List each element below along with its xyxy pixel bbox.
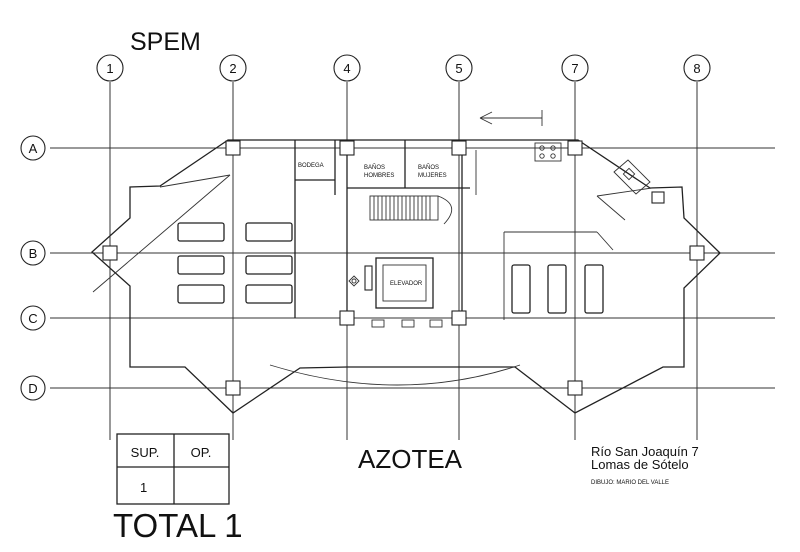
table-header-sup: SUP. <box>131 445 160 460</box>
drawing-credit: DIBUJO: MARIO DEL VALLE <box>591 480 669 486</box>
axis-column-label: 2 <box>229 61 236 76</box>
guide-lines <box>92 174 653 386</box>
left-tables <box>177 222 293 304</box>
axis-column-label: 1 <box>106 61 113 76</box>
structural-columns <box>102 140 705 396</box>
interior-walls <box>294 140 477 318</box>
plan-title: AZOTEA <box>358 444 463 474</box>
axis-column-label: 4 <box>343 61 350 76</box>
axis-row-label: C <box>28 311 37 326</box>
table-value-sup: 1 <box>140 480 147 495</box>
chairs-row <box>371 319 443 328</box>
axis-column-label: 5 <box>455 61 462 76</box>
axis-row-label: A <box>29 141 38 156</box>
axis-column-label: 7 <box>571 61 578 76</box>
stairs <box>369 195 453 225</box>
address-line-1: Río San Joaquín 7 <box>591 444 699 459</box>
table-header-op: OP. <box>191 445 212 460</box>
address-line-2: Lomas de Sótelo <box>591 457 689 472</box>
room-label-banos-hombres-2: HOMBRES <box>364 173 394 179</box>
room-label-banos-mujeres-2: MUJERES <box>418 173 447 179</box>
room-label-banos-hombres: BAÑOS <box>364 164 385 171</box>
column-axis-markers: 1 2 4 5 7 8 <box>96 54 711 82</box>
room-label-banos-mujeres: BAÑOS <box>418 164 439 171</box>
row-axis-markers: A B C D <box>20 135 46 401</box>
sink-icon <box>613 159 651 195</box>
stove-icon <box>534 142 562 162</box>
sup-op-table <box>116 433 230 505</box>
building-outline <box>91 139 721 414</box>
room-label-elevador: ELEVADOR <box>390 281 423 287</box>
right-tables <box>511 264 604 314</box>
total-label: TOTAL 1 <box>113 507 243 544</box>
room-label-bodega: BODEGA <box>298 163 324 169</box>
axis-row-label: B <box>29 246 38 261</box>
plant-icon <box>348 275 360 287</box>
horizontal-grid-lines <box>50 147 775 389</box>
header-title: SPEM <box>130 28 201 56</box>
axis-row-label: D <box>28 381 37 396</box>
vertical-grid-lines <box>109 82 698 440</box>
direction-arrow-icon <box>479 110 543 126</box>
elevator <box>364 257 434 309</box>
axis-column-label: 8 <box>693 61 700 76</box>
